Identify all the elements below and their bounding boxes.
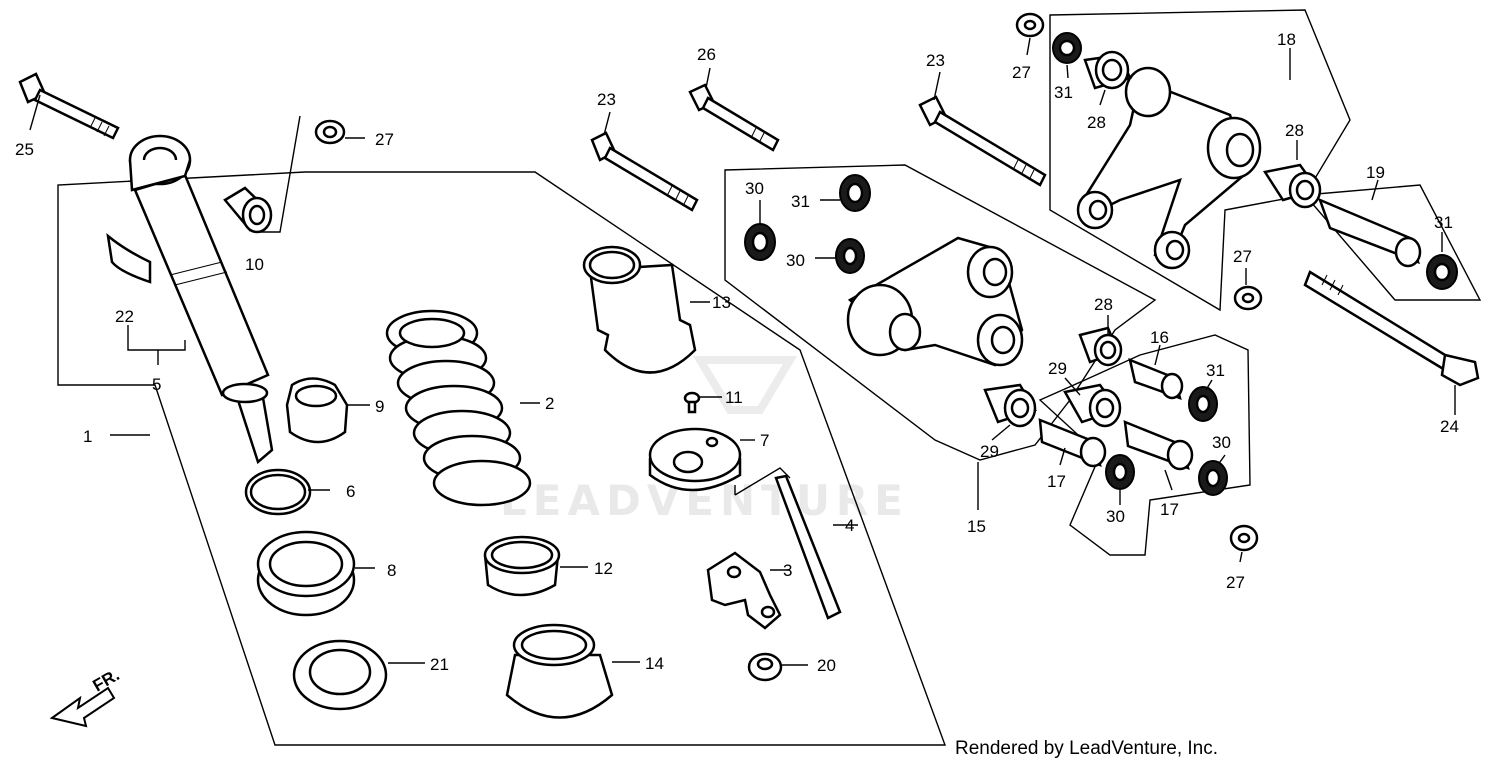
callout-30-lower: 30 [1106,507,1125,526]
nut-27-lower [1229,524,1259,552]
callout-22: 22 [115,307,134,326]
spring-seat-8 [256,530,356,617]
callout-28-right: 28 [1285,121,1304,140]
callout-30-upper: 30 [745,179,764,198]
callout-4: 4 [845,516,854,535]
seal-31-right [1426,254,1458,290]
leader-lines [29,37,1456,666]
callout-13: 13 [712,293,731,312]
callout-labels: 1 2 3 4 5 6 7 8 9 10 11 12 13 14 15 16 1… [15,30,1459,675]
callout-7: 7 [760,431,769,450]
callout-23-left: 23 [597,90,616,109]
bearing-29-left [983,383,1037,428]
bearing-29-right [1063,383,1122,428]
callout-9: 9 [375,397,384,416]
group-outline-1 [57,171,947,746]
nut-27-right [1233,285,1263,311]
shock-arm-15 [846,236,1024,367]
seal-30-lower-left [1105,454,1135,490]
seal-30-mid [835,238,865,274]
callout-27-right: 27 [1233,247,1252,266]
callout-27-left: 27 [375,130,394,149]
callout-27-lower: 27 [1226,573,1245,592]
bearing-28-right [1262,163,1322,209]
seal-31-lower [1188,386,1218,422]
bump-rubber-9 [285,377,349,444]
callout-17-left: 17 [1047,472,1066,491]
collar-17-left [1038,418,1107,468]
nut-20 [747,652,783,682]
callout-1: 1 [83,427,92,446]
callout-28-lower: 28 [1094,295,1113,314]
callout-17-right: 17 [1160,500,1179,519]
callout-15: 15 [967,517,986,536]
front-arrow-icon: FR. [49,665,123,728]
callout-24: 24 [1440,417,1459,436]
collar-19 [1317,197,1422,268]
seal-30-lower-right [1198,460,1228,496]
callout-29-right: 29 [1048,359,1067,378]
label-sticker-22 [106,232,152,284]
boot-14 [505,623,614,719]
plate-7 [648,427,742,492]
callout-3: 3 [783,561,792,580]
bolt-23-left [590,131,699,212]
callout-11: 11 [725,388,743,407]
seal-31-upper [839,174,871,212]
bearing-28-lower [1078,326,1123,367]
shock-link-18 [1076,66,1262,270]
callout-2: 2 [545,394,554,413]
credit-text: Rendered by LeadVenture, Inc. [955,738,1218,759]
callout-25: 25 [15,140,34,159]
callout-31-upper: 31 [791,192,810,211]
shock-absorber [128,134,274,465]
nut-27-left [314,119,346,145]
callout-30-mid: 30 [786,251,805,270]
callout-5: 5 [152,375,161,394]
group-outline-18 [1049,9,1482,312]
callout-23-right: 23 [926,51,945,70]
callout-30-right: 30 [1212,433,1231,452]
callout-16: 16 [1150,328,1169,347]
nut-27-top [1015,12,1045,38]
callout-27-top: 27 [1012,63,1031,82]
callout-10: 10 [245,255,264,274]
collar-10 [223,186,273,234]
callout-21: 21 [430,655,449,674]
collar-17-right [1123,420,1194,471]
callout-18: 18 [1277,30,1296,49]
bearing-28-top [1083,50,1132,90]
seal-31-top [1052,32,1082,64]
callout-26: 26 [697,45,716,64]
callout-31-right: 31 [1434,213,1453,232]
callout-12: 12 [594,559,613,578]
callout-8: 8 [387,561,396,580]
screw-11 [683,391,701,414]
collar-16 [1128,357,1184,400]
bolt-25 [18,72,120,140]
collar-12 [483,535,561,597]
bolt-24 [1303,270,1480,387]
bolt-23-right [918,95,1047,187]
callout-29-left: 29 [980,442,999,461]
front-marker-label: FR. [90,665,123,695]
callout-19: 19 [1366,163,1385,182]
seal-30-upper [744,223,776,261]
bolt-26 [688,83,780,152]
protector-tube-13 [582,245,697,374]
callout-14: 14 [645,654,664,673]
washer-21 [292,639,388,711]
callout-31-top: 31 [1054,83,1073,102]
callout-6: 6 [346,482,355,501]
callout-31-lower: 31 [1206,361,1225,380]
coil-spring-2 [385,309,532,507]
bracket-3 [706,551,782,630]
group-outline-15 [724,164,1157,461]
callout-20: 20 [817,656,836,675]
rod-4 [774,474,842,620]
circlip-6 [244,468,312,516]
callout-28-top: 28 [1087,113,1106,132]
